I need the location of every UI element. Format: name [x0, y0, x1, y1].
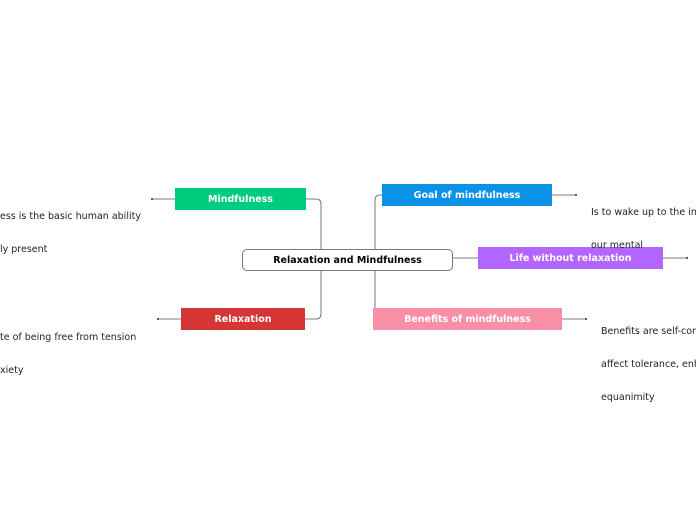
- note-relaxation[interactable]: te of being free from tension xiety: [0, 310, 136, 398]
- topic-goal-label: Goal of mindfulness: [413, 189, 521, 201]
- note-mindfulness[interactable]: ess is the basic human ability ly presen…: [0, 189, 141, 277]
- connector-central-mindfulness: [306, 198, 322, 250]
- connector-central-goal: [374, 194, 382, 250]
- topic-goal-of-mindfulness[interactable]: Goal of mindfulness: [382, 184, 552, 206]
- topic-benefits-of-mindfulness[interactable]: Benefits of mindfulness: [373, 308, 562, 330]
- note-line: te of being free from tension: [0, 332, 137, 343]
- connector-central-relaxation: [305, 271, 322, 320]
- note-line: Is to wake up to the inn: [591, 207, 696, 218]
- note-goal-of-mindfulness[interactable]: Is to wake up to the inn our mental: [591, 185, 696, 273]
- note-line: equanimity: [601, 392, 655, 403]
- note-line: our mental: [591, 240, 644, 251]
- note-line: Benefits are self-cont: [601, 326, 696, 337]
- topic-benefits-label: Benefits of mindfulness: [404, 313, 531, 325]
- topic-life-without-relaxation[interactable]: Life without relaxation: [478, 247, 663, 269]
- note-line: affect tolerance, enha: [601, 359, 696, 370]
- topic-life-label: Life without relaxation: [509, 252, 632, 264]
- topic-mindfulness-label: Mindfulness: [208, 193, 273, 205]
- topic-relaxation[interactable]: Relaxation: [181, 308, 305, 330]
- central-topic-label: Relaxation and Mindfulness: [273, 254, 422, 266]
- central-topic[interactable]: Relaxation and Mindfulness: [242, 249, 453, 271]
- note-line: ess is the basic human ability: [0, 211, 141, 222]
- topic-mindfulness[interactable]: Mindfulness: [175, 188, 306, 210]
- topic-relaxation-label: Relaxation: [214, 313, 272, 325]
- note-line: ly present: [0, 244, 48, 255]
- note-line: xiety: [0, 365, 24, 376]
- note-benefits-of-mindfulness[interactable]: Benefits are self-cont affect tolerance,…: [601, 304, 696, 425]
